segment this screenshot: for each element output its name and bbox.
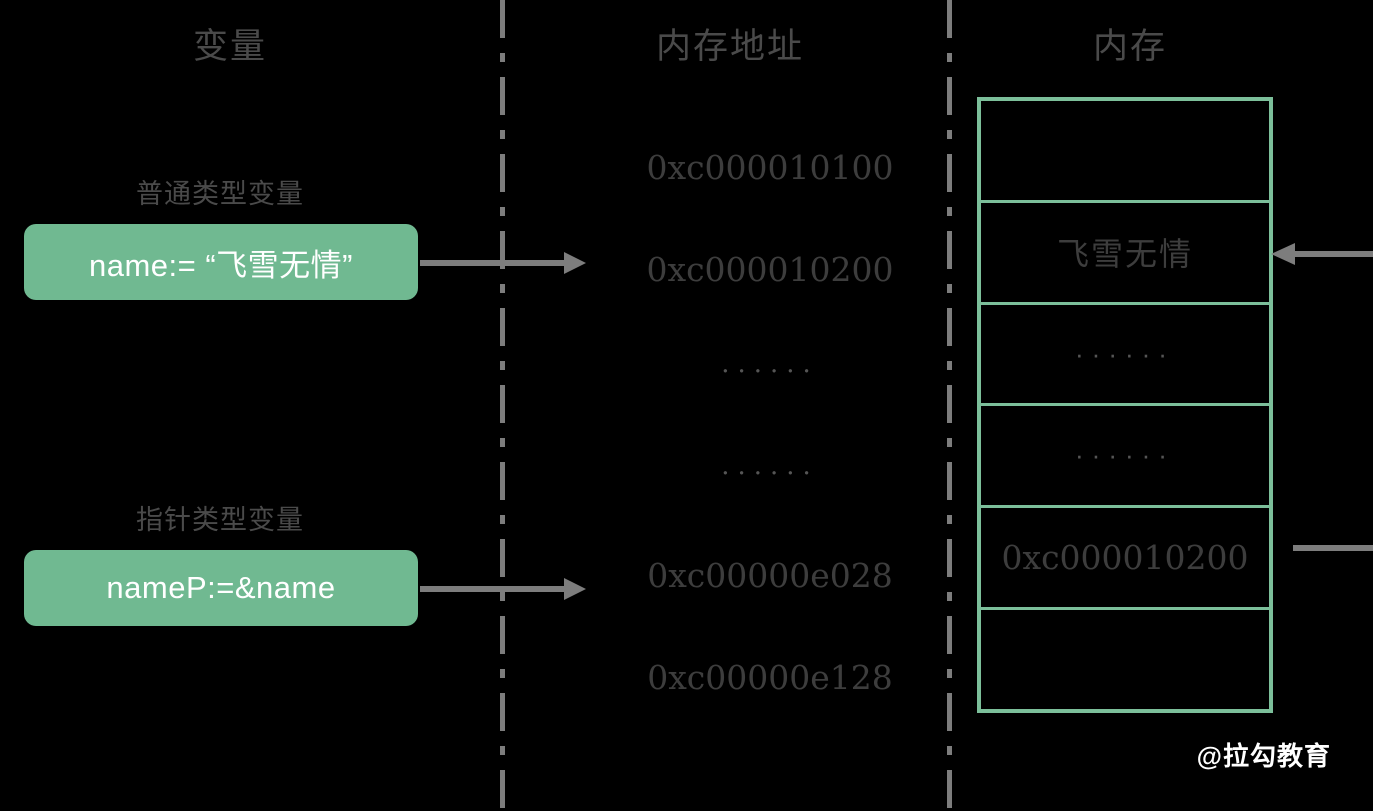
variable-group-label-plain: 普通类型变量 (136, 179, 304, 209)
memory-cell (981, 101, 1269, 203)
memory-cell-ellipsis: ······ (981, 305, 1269, 407)
memory-cell-ellipsis: ······ (981, 406, 1269, 509)
memory-cell (981, 610, 1269, 709)
watermark: @拉勾教育 (1196, 741, 1331, 771)
arrow-shaft (420, 260, 568, 266)
column-divider-left (500, 0, 505, 811)
memory-cell-value-string: 飞雪无情 (981, 203, 1269, 305)
connector-segment-bottom (1293, 545, 1373, 551)
connector-segment-top (1293, 251, 1373, 257)
arrow-namep-to-address (420, 578, 586, 600)
column-header-variable: 变量 (192, 27, 267, 66)
memory-address-ellipsis: ······ (721, 459, 819, 489)
memory-address-ellipsis: ······ (721, 357, 819, 387)
arrow-head-icon (564, 578, 586, 600)
arrow-name-to-address (420, 252, 586, 274)
arrow-head-icon (564, 252, 586, 274)
memory-address-value: 0xc000010200 (646, 250, 894, 289)
column-header-memory: 内存 (1092, 27, 1167, 66)
memory-address-value: 0xc00000e128 (647, 658, 893, 697)
arrow-head-icon (1271, 243, 1295, 265)
variable-group-label-pointer: 指针类型变量 (136, 505, 304, 535)
memory-table: 飞雪无情 ······ ······ 0xc000010200 (977, 97, 1273, 713)
arrow-shaft (420, 586, 568, 592)
column-divider-right (947, 0, 952, 811)
variable-box-name: name:= “飞雪无情” (24, 224, 418, 300)
memory-cell-value-pointer: 0xc000010200 (981, 508, 1269, 611)
column-header-memory-address: 内存地址 (655, 27, 804, 66)
memory-address-value: 0xc000010100 (646, 148, 894, 187)
variable-box-namep: nameP:=&name (24, 550, 418, 626)
memory-address-value: 0xc00000e028 (647, 556, 893, 595)
